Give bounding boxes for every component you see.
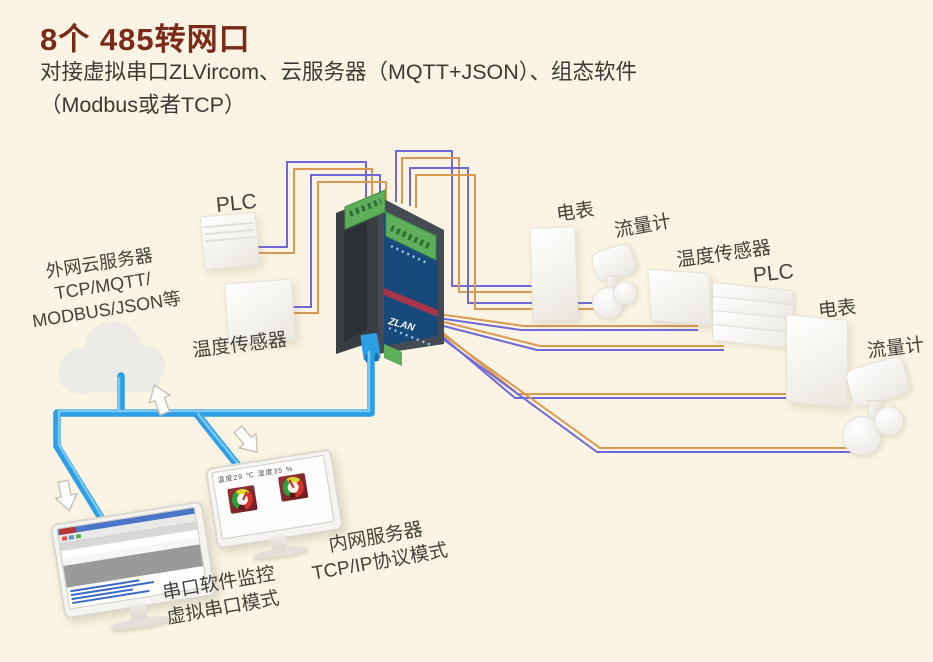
meter-top-device <box>529 226 579 322</box>
direction-arrows <box>54 384 259 512</box>
rs485-wires-top-right <box>395 150 606 310</box>
rs485-wires-bottom-right <box>423 311 855 453</box>
gateway-device: ZLAN <box>336 189 444 366</box>
cloud-icon <box>59 321 165 394</box>
temp-sensor-right-device <box>647 268 713 326</box>
subtitle-line-1: 对接虚拟串口ZLVircom、云服务器（MQTT+JSON）、组态软件 <box>40 60 638 84</box>
subtitle-line-2: （Modbus或者TCP） <box>40 93 246 118</box>
plc-right-device <box>712 281 794 356</box>
label-meter-top: 电表 <box>555 199 596 226</box>
page-title: 8个 485转网口 <box>40 22 251 57</box>
arrow-down-right-icon <box>233 425 259 454</box>
flow-meter-top-device <box>589 241 642 325</box>
label-plc-left: PLC <box>214 189 258 218</box>
arrow-down-left-icon <box>54 479 78 512</box>
humidity-gauge <box>277 472 309 502</box>
meter-right-device <box>786 314 848 408</box>
arrow-up-to-cloud-icon <box>148 384 171 416</box>
page-subtitle: 对接虚拟串口ZLVircom、云服务器（MQTT+JSON）、组态软件 （Mod… <box>40 56 637 123</box>
label-plc-right: PLC <box>751 259 795 288</box>
terminal-blocks <box>344 189 437 261</box>
flow-meter-right-device <box>840 354 918 460</box>
rs485-wires-top-left <box>254 161 387 314</box>
label-meter-right: 电表 <box>817 297 858 322</box>
temperature-gauge <box>227 485 258 514</box>
plc-left-device <box>199 211 261 271</box>
